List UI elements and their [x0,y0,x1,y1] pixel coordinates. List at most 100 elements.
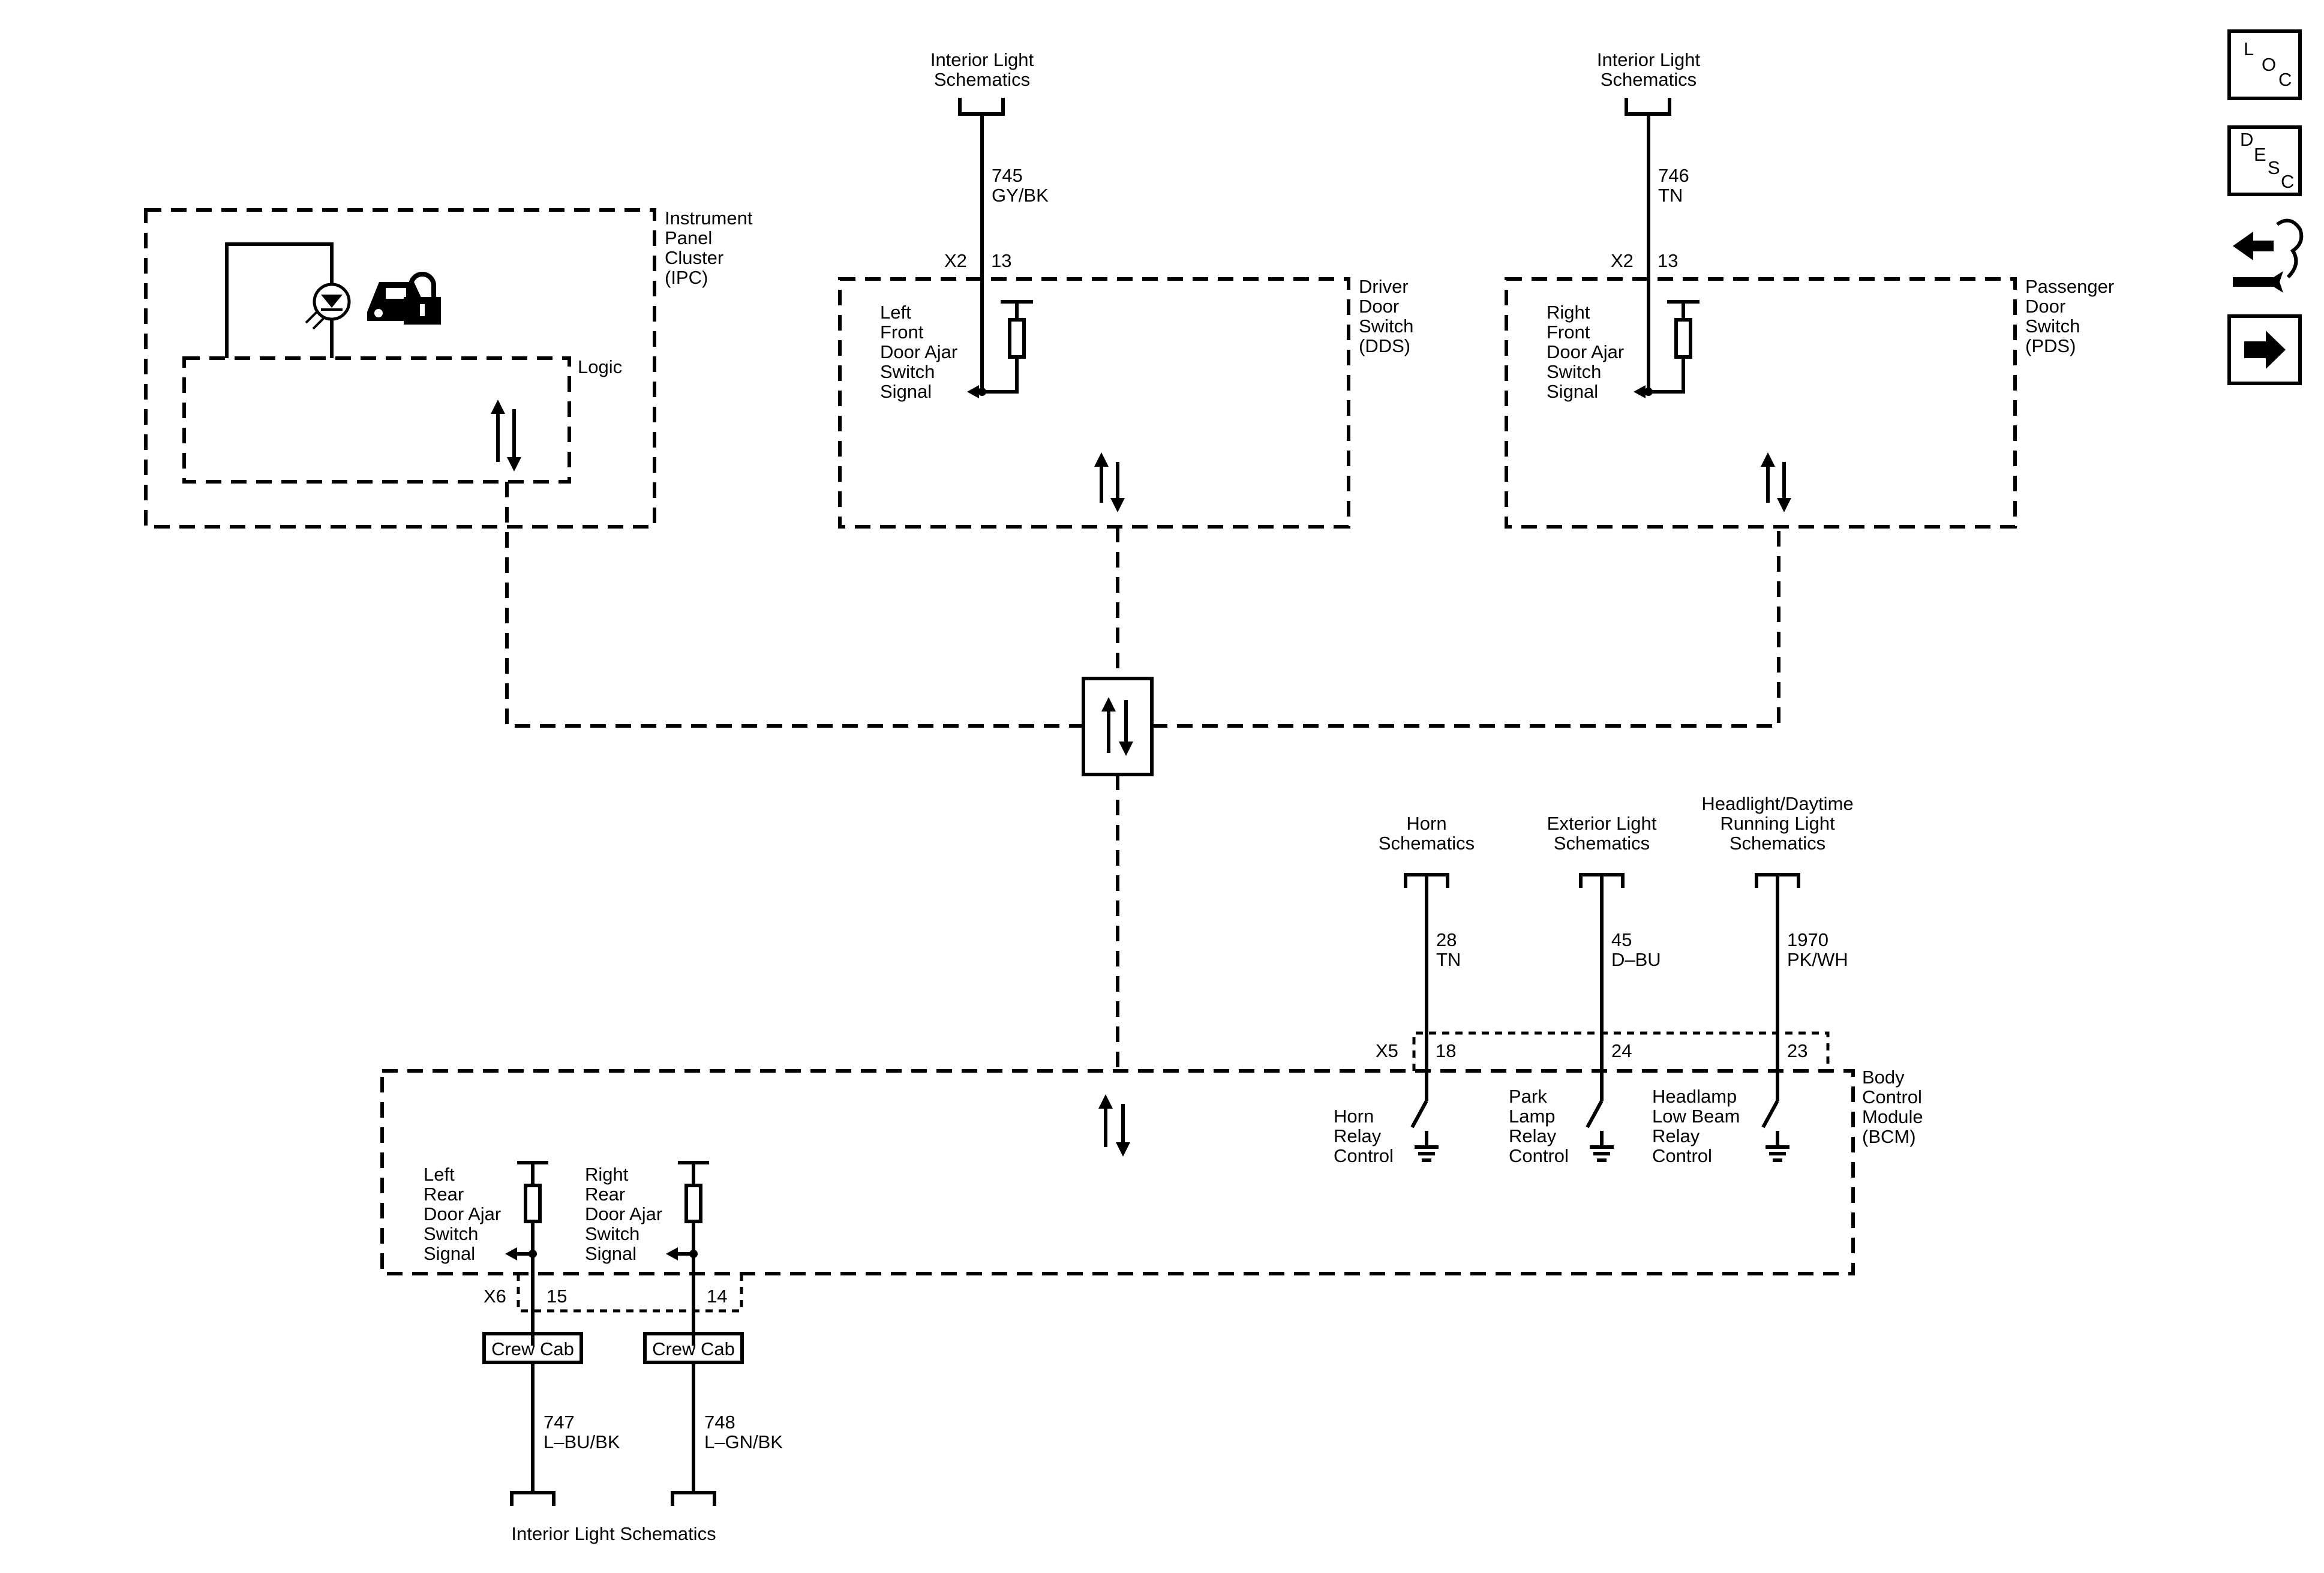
right-rear-pin: 14 [707,1286,727,1307]
driver-door-switch[interactable]: Driver Door Switch (DDS) X2 13 Left Fron… [838,250,1413,529]
headlamp-ground-icon [1765,1131,1789,1162]
horn-ground-icon [1415,1131,1439,1162]
ref-interior-light-right[interactable]: Interior Light Schematics [1597,49,1701,116]
pds-name-2: Door [2025,296,2065,317]
park-ref-2: Schematics [1554,833,1650,854]
dds-signal-arrow-icon [967,385,979,398]
right-rear-ref-terminal [671,1491,716,1506]
horn-wire-color: TN [1436,949,1461,970]
dds-pin: 13 [991,250,1011,271]
horn-circuit: 28 [1436,929,1457,950]
ipc-name-4: (IPC) [665,267,708,288]
park-ground-icon [1590,1131,1614,1162]
car-lock-icon [367,272,441,325]
bcm-input-left-rear[interactable]: Left Rear Door Ajar Switch Signal 15 Cre… [424,1161,620,1506]
body-control-module[interactable]: Body Control Module (BCM) X5 X6 [380,1031,1923,1313]
left-rear-wire-color: L–BU/BK [544,1431,620,1452]
bcm-bidirectional-arrows-icon [1098,1094,1130,1157]
pds-circuit: 746 [1658,165,1689,186]
desc-icon[interactable]: D E S C [2227,125,2302,196]
ipc-bidirectional-arrows-icon [491,400,521,472]
desc-letter-e: E [2254,144,2266,165]
bus-pds-branch [1152,527,1780,728]
pds-signal-arrow-icon [1634,385,1646,398]
horn-pin: 18 [1436,1040,1456,1061]
park-label-1: Park [1509,1086,1547,1107]
right-rear-label-1: Right [585,1164,629,1185]
loc-letter-o: O [2262,54,2276,75]
pds-signal-5: Signal [1547,381,1598,402]
bcm-output-headlamp[interactable]: Headlight/Daytime Running Light Schemati… [1652,793,1854,1166]
ipc-name-3: Cluster [665,247,723,268]
headlamp-pin: 23 [1787,1040,1807,1061]
dds-name-3: Switch [1359,316,1413,337]
dds-signal-5: Signal [880,381,932,402]
headlamp-ref-2: Running Light [1720,813,1835,834]
next-arrow-icon[interactable] [2227,314,2302,385]
ref-right-line2: Schematics [1601,69,1697,90]
bottom-ref-interior-light[interactable]: Interior Light Schematics [511,1523,716,1544]
serial-data-gateway-icon [1082,677,1154,776]
dds-bidirectional-arrows-icon [1094,452,1125,512]
headlamp-wire-color: PK/WH [1787,949,1848,970]
dds-name-2: Door [1359,296,1399,317]
left-rear-label-3: Door Ajar [424,1203,501,1224]
instrument-panel-cluster[interactable]: Instrument Panel Cluster (IPC) Logic [144,208,753,529]
horn-relay-switch [1410,1100,1428,1128]
left-rear-label-1: Left [424,1164,455,1185]
ref-left-line1: Interior Light [930,49,1034,70]
bcm-output-park-lamp[interactable]: Exterior Light Schematics 45 D–BU 24 Par… [1509,813,1661,1166]
loc-icon[interactable]: L O C [2227,29,2302,100]
right-rear-label-5: Signal [585,1243,636,1264]
dds-name-1: Driver [1359,276,1409,297]
loc-letter-l: L [2244,38,2254,59]
ref-left-line2: Schematics [934,69,1030,90]
park-pin: 24 [1611,1040,1632,1061]
bcm-name-1: Body [1862,1067,1905,1088]
bcm-x6-label: X6 [484,1286,506,1307]
ipc-name-2: Panel [665,227,712,248]
passenger-door-switch[interactable]: Passenger Door Switch (PDS) X2 13 Right … [1505,250,2114,529]
bcm-x6-connector-outline [517,1274,743,1313]
bcm-name-4: (BCM) [1862,1126,1916,1147]
pds-signal-2: Front [1547,322,1590,343]
bcm-output-horn[interactable]: Horn Schematics 28 TN 18 Horn Relay Cont… [1334,813,1475,1166]
horn-label-3: Control [1334,1145,1394,1166]
dds-name-4: (DDS) [1359,335,1410,356]
pds-signal-3: Door Ajar [1547,341,1624,362]
pds-name-1: Passenger [2025,276,2114,297]
serial-data-bus[interactable] [505,482,1780,1071]
pds-connector: X2 [1611,250,1634,271]
pds-signal-4: Switch [1547,361,1601,382]
park-relay-switch [1586,1100,1604,1128]
headlamp-ref-1: Headlight/Daytime [1701,793,1853,814]
bcm-x5-label: X5 [1376,1040,1398,1061]
park-label-2: Lamp [1509,1106,1556,1127]
headlamp-label-2: Low Beam [1652,1106,1740,1127]
bcm-input-right-rear[interactable]: Right Rear Door Ajar Switch Signal 14 Cr… [585,1161,783,1506]
desc-letter-s: S [2268,157,2280,178]
headlamp-ref-3: Schematics [1730,833,1825,854]
horn-label-1: Horn [1334,1106,1374,1127]
horn-ref-2: Schematics [1379,833,1475,854]
connector-tools-icon[interactable] [2233,218,2304,293]
dds-signal-2: Front [880,322,924,343]
dds-wire-color: GY/BK [992,185,1049,206]
pds-name-4: (PDS) [2025,335,2076,356]
left-rear-circuit: 747 [544,1412,575,1433]
right-rear-option: Crew Cab [652,1338,735,1359]
horn-ref-1: Horn [1406,813,1446,834]
dds-pullup-resistor-icon [982,300,1033,394]
desc-letter-d: D [2240,129,2253,150]
ref-interior-light-left[interactable]: Interior Light Schematics [930,49,1034,116]
left-rear-label-5: Signal [424,1243,475,1264]
park-wire-color: D–BU [1611,949,1661,970]
left-rear-pullup-resistor-icon [517,1161,548,1223]
left-rear-label-4: Switch [424,1223,478,1244]
ref-right-terminal [1625,98,1671,116]
park-circuit: 45 [1611,929,1632,950]
dds-connector: X2 [944,250,967,271]
led-indicator-icon [305,283,351,330]
pds-wire-color: TN [1658,185,1683,206]
